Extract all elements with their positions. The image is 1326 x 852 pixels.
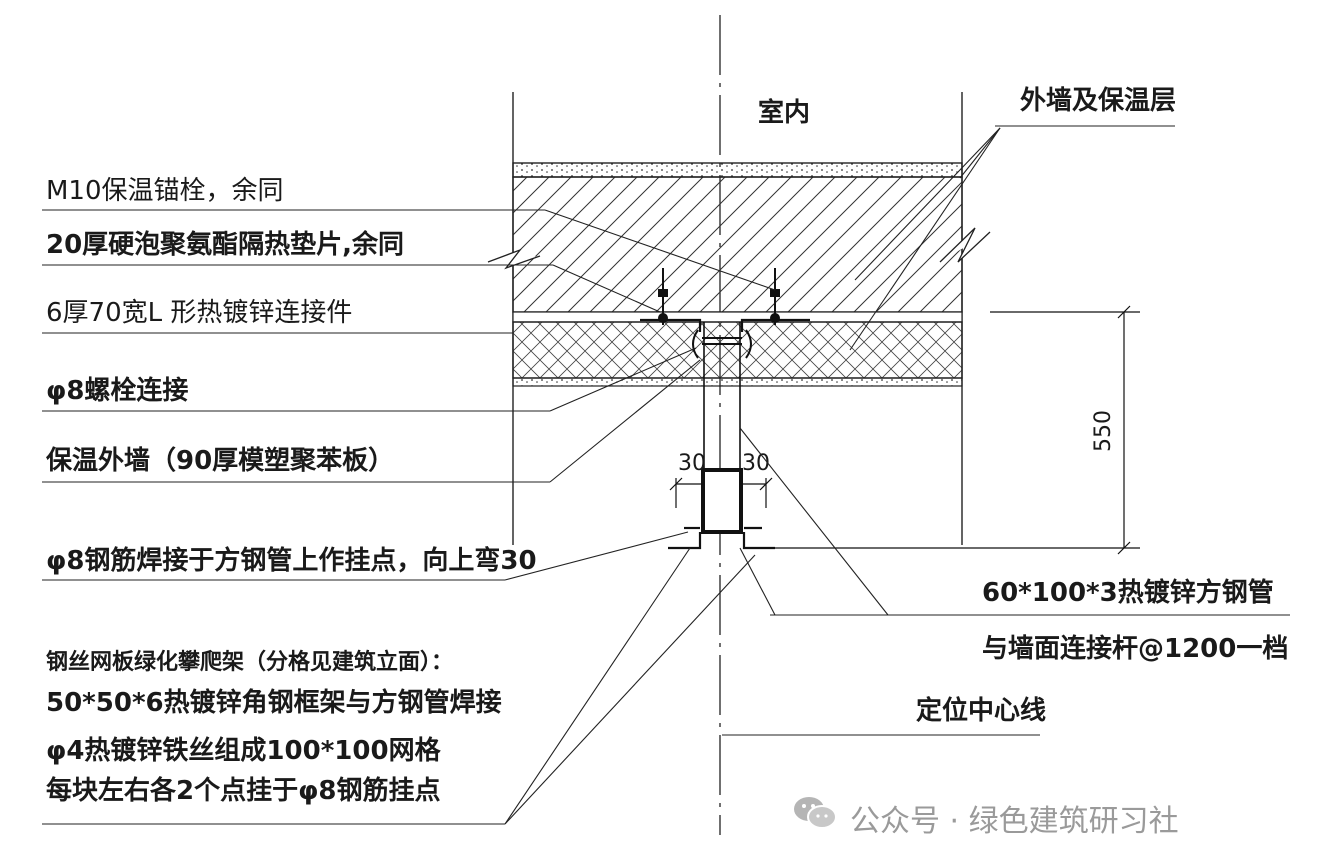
label-trellis-1: 钢丝网板绿化攀爬架（分格见建筑立面）：	[46, 650, 454, 675]
label-center-line: 定位中心线	[916, 696, 1047, 726]
plaster-layer	[512, 162, 963, 178]
connecting-rod	[703, 322, 741, 470]
watermark-text: 公众号 · 绿色建筑研习社	[850, 804, 1179, 839]
label-trellis-3: φ4热镀锌铁丝组成100*100网格	[46, 736, 441, 766]
label-exterior-wall: 外墙及保温层	[1020, 86, 1177, 116]
label-indoor: 室内	[758, 98, 811, 128]
label-rebar-weld: φ8钢筋焊接于方钢管上作挂点，向上弯30	[46, 546, 537, 576]
label-trellis-4: 每块左右各2个点挂于φ8钢筋挂点	[46, 776, 441, 806]
leader-lines	[42, 125, 1290, 825]
offset-dimensions	[669, 477, 773, 508]
structural-wall	[512, 176, 963, 313]
insulation-layer	[512, 321, 963, 379]
dim-right-offset: 30	[742, 451, 770, 476]
label-insulated-wall: 保温外墙（90厚模塑聚苯板）	[46, 446, 395, 476]
label-anchor-bolt: M10保温锚栓，余同	[46, 176, 284, 206]
dim-left-offset: 30	[678, 451, 706, 476]
label-l-connector: 6厚70宽L 形热镀锌连接件	[46, 298, 353, 328]
pad-layer	[512, 311, 963, 323]
label-trellis-2: 50*50*6热镀锌角钢框架与方钢管焊接	[46, 688, 502, 718]
square-steel-tube	[701, 468, 743, 534]
wechat-icon	[794, 797, 837, 829]
label-insulation-pad: 20厚硬泡聚氨酯隔热垫片,余同	[46, 230, 405, 260]
height-dimension	[760, 305, 1140, 555]
label-square-tube: 60*100*3热镀锌方钢管	[982, 578, 1274, 608]
bolt-assembly	[692, 329, 752, 359]
break-lines	[487, 227, 991, 270]
label-wall-rod: 与墙面连接杆@1200一档	[982, 634, 1289, 664]
label-bolt-connection: φ8螺栓连接	[46, 376, 189, 406]
dim-height: 550	[1091, 410, 1116, 452]
anchor-bolts	[658, 268, 780, 325]
render-layer	[512, 377, 963, 387]
